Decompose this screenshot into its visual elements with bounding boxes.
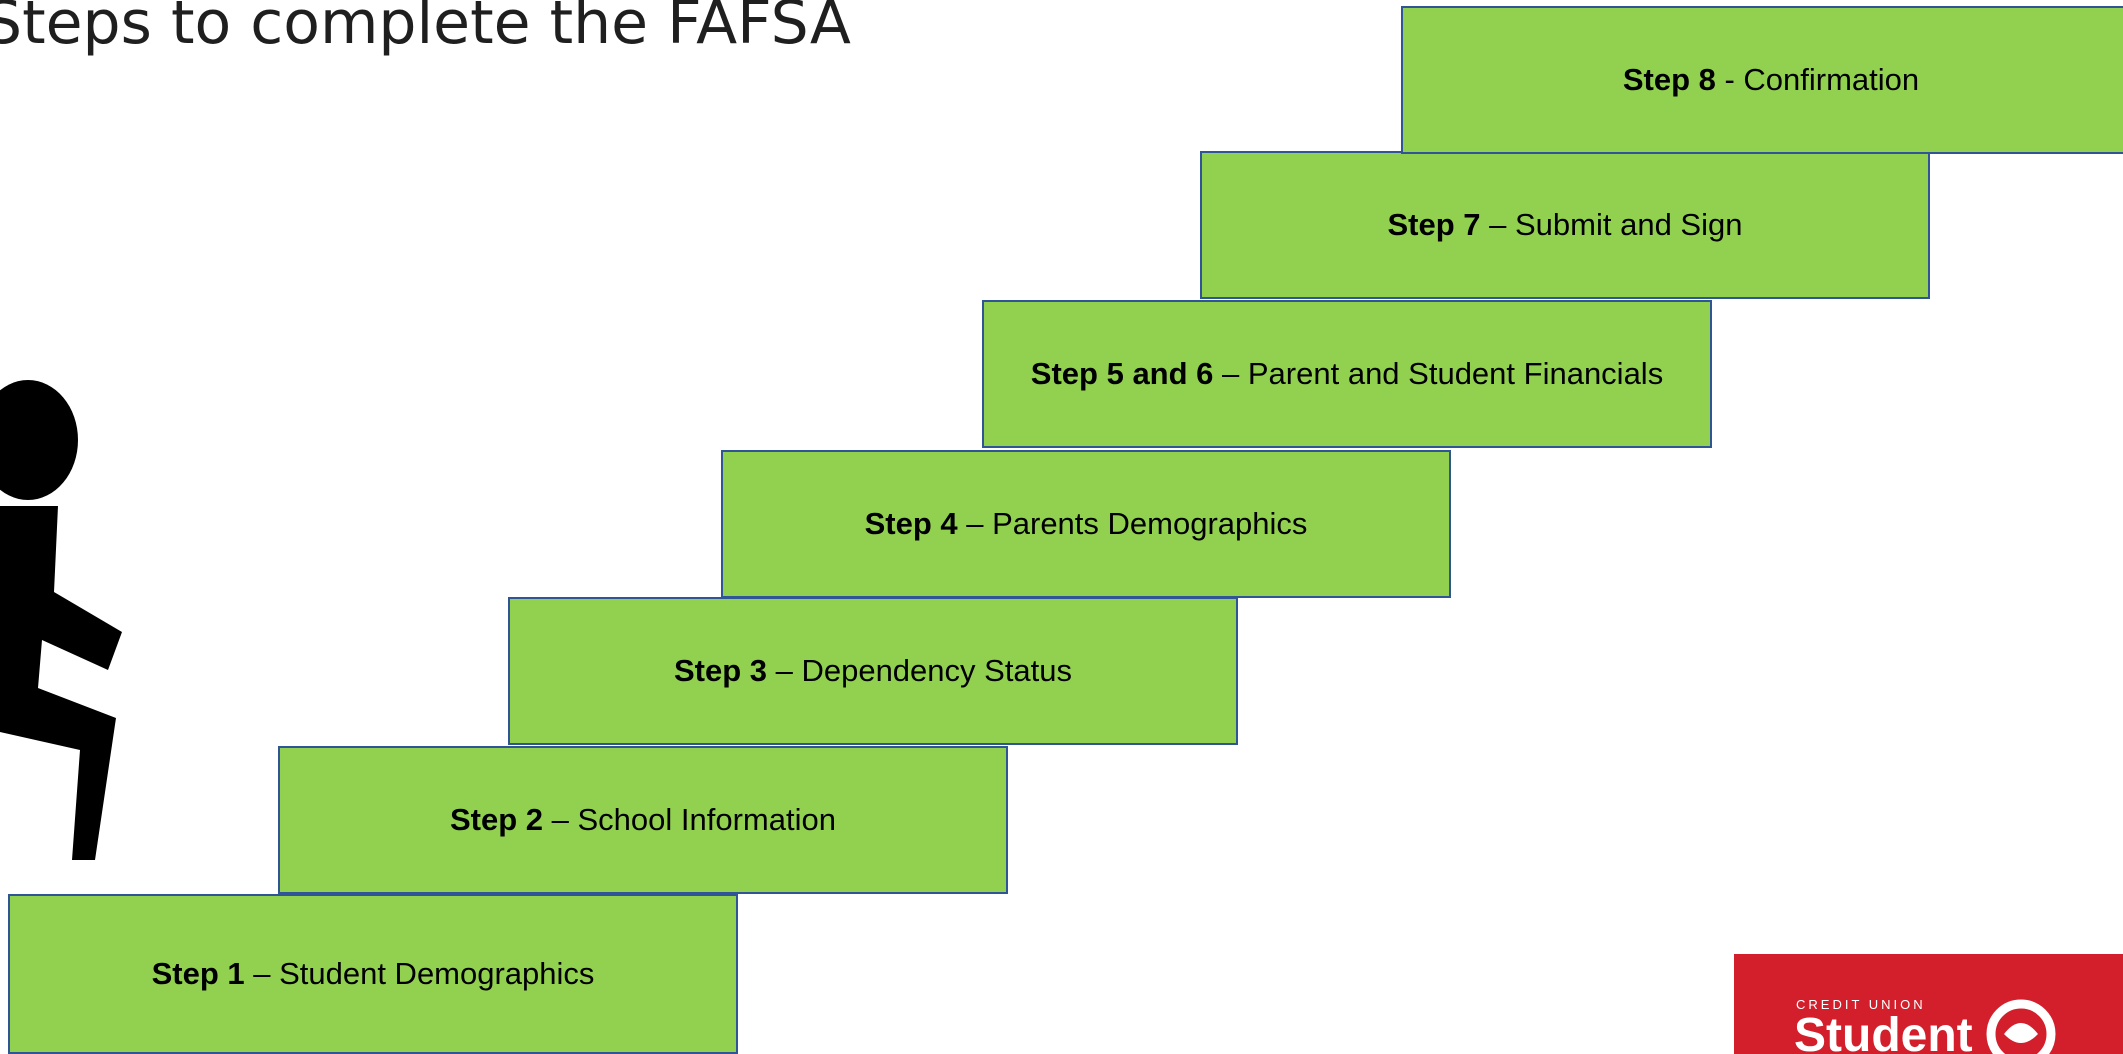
- slide-title: Steps to complete the FAFSA: [0, 0, 851, 58]
- step-4-label: Step 4 – Parents Demographics: [864, 506, 1308, 541]
- step-1-box: Step 1 – Student Demographics: [8, 894, 738, 1054]
- step-5-6-box: Step 5 and 6 – Parent and Student Financ…: [982, 300, 1712, 448]
- logo-emblem-icon: [1986, 999, 2056, 1054]
- step-7-box: Step 7 – Submit and Sign: [1200, 151, 1930, 299]
- step-7-label: Step 7 – Submit and Sign: [1387, 207, 1743, 242]
- step-5-6-label: Step 5 and 6 – Parent and Student Financ…: [1030, 356, 1664, 391]
- step-3-box: Step 3 – Dependency Status: [508, 597, 1238, 745]
- logo-student-text: Student: [1794, 1009, 1973, 1054]
- step-8-box: Step 8 - Confirmation: [1401, 6, 2123, 154]
- step-3-label: Step 3 – Dependency Status: [673, 653, 1073, 688]
- logo-credit-union-text: CREDIT UNION: [1796, 997, 1926, 1012]
- step-4-box: Step 4 – Parents Demographics: [721, 450, 1451, 598]
- step-2-label: Step 2 – School Information: [450, 802, 836, 837]
- step-8-label: Step 8 - Confirmation: [1622, 62, 1920, 97]
- credit-union-student-logo: CREDIT UNION Student: [1734, 954, 2123, 1054]
- step-2-box: Step 2 – School Information: [278, 746, 1008, 894]
- step-1-label: Step 1 – Student Demographics: [151, 956, 595, 991]
- person-climbing-stairs-icon: [0, 380, 122, 860]
